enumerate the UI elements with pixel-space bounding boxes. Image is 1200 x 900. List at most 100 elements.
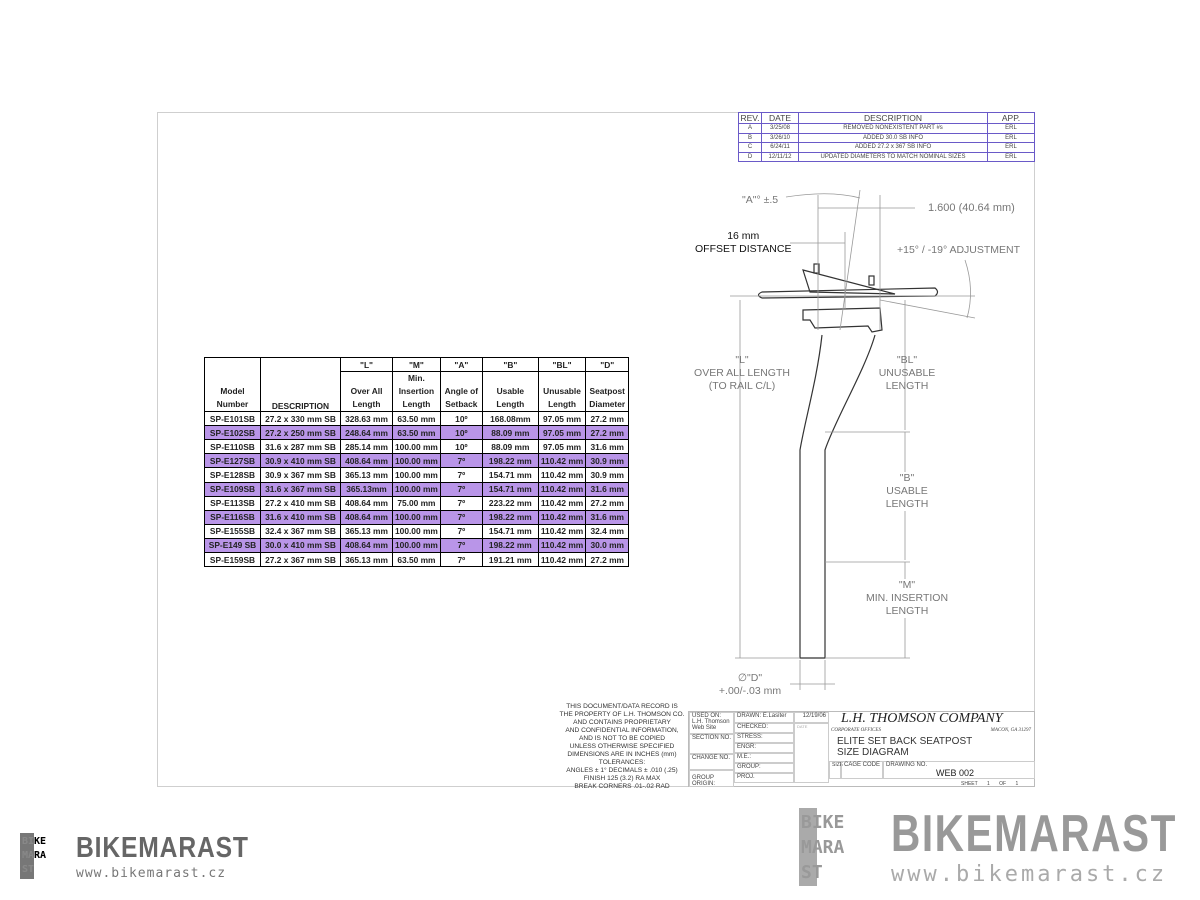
rev-cell: ERL [987,151,1035,162]
table-cell: SP-E149 SB [204,537,261,554]
of-label: OF [999,781,1007,787]
me-label: M.E.: [734,753,794,763]
table-cell: 32.4 mm [585,523,630,539]
table-cell: 31.6 x 367 mm SB [260,481,341,497]
col-letter: "L" [340,356,393,373]
note-line: AND CONFIDENTIAL INFORMATION, [565,727,679,734]
table-cell: 110.42 mm [537,509,587,525]
engr-label: ENGR: [734,743,794,753]
table-cell: 63.50 mm [392,552,441,568]
l-letter: "L" [735,354,749,366]
col-header: Usable Length [481,371,539,413]
date-label: DATE [794,723,829,783]
title-block: USED ON:L.H. Thomson Web Site SECTION NO… [688,711,1035,787]
m-text2: LENGTH [885,605,929,617]
m-label: "M" MIN. INSERTION LENGTH [857,579,957,618]
table-cell: 7º [439,509,483,525]
watermark-box-text: ST [22,864,35,875]
dimension-lines [730,189,976,690]
m-letter: "M" [898,579,916,591]
table-cell: 27.2 mm [585,495,630,511]
note-line: DIMENSIONS ARE IN INCHES (mm) [567,751,677,758]
table-cell: SP-E102SB [204,425,261,441]
table-cell: 27.2 mm [585,552,630,568]
angle-label: "A"° ±.5 [742,194,779,206]
sheet-label: SHEET [961,781,978,787]
col-header: Unusable Length [537,371,587,413]
bl-label: "BL" UNUSABLE LENGTH [872,354,942,393]
l-text: OVER ALL LENGTH [694,367,790,379]
table-cell: 365.13 mm [340,552,393,568]
col-header: DESCRIPTION [260,356,341,413]
section-no-label: SECTION NO. [689,734,734,754]
table-cell: 30.0 x 410 mm SB [260,537,341,554]
table-cell: 198.22 mm [481,453,539,469]
checked-label: CHECKED: [734,723,794,733]
d-label: ∅"D" +.00/-.03 mm [705,672,795,698]
change-no-label: CHANGE NO. [689,754,734,770]
table-cell: 110.42 mm [537,537,587,554]
b-text: USABLE [886,485,928,497]
col-header: Seatpost Diameter [585,371,630,413]
lower-clamp [802,307,883,333]
table-cell: 110.42 mm [537,552,587,568]
drawing-no: WEB 002 [936,768,975,778]
cage-code-label: CAGE CODE [841,761,883,779]
table-cell: 110.42 mm [537,481,587,497]
table-cell: 30.0 mm [585,537,630,554]
seatpost-spec-table: Model Number DESCRIPTION "L" "M" "A" "B"… [204,356,630,568]
table-cell: 30.9 mm [585,453,630,469]
table-cell: 100.00 mm [392,537,441,554]
table-cell: 30.9 x 410 mm SB [260,453,341,469]
col-header: Model Number [204,356,261,413]
col-header: Min. Insertion Length [392,371,441,413]
table-cell: 110.42 mm [537,523,587,539]
note-line: BREAK CORNERS .01-.02 RAD [574,783,670,790]
table-cell: 365.13 mm [340,523,393,539]
adjustment-label: +15° / -19° ADJUSTMENT [897,244,1021,256]
offset-value: 16 mm [727,230,760,242]
table-cell: 31.6 mm [585,509,630,525]
b-text2: LENGTH [885,498,929,510]
table-cell: 7º [439,537,483,554]
drawing-frame [157,112,1035,787]
group-label: GROUP: [734,763,794,773]
bl-text: UNUSABLE [878,367,936,379]
proj-label: PROJ. [734,773,794,783]
m-text: MIN. INSERTION [865,592,949,604]
d-tolerance: +.00/-.03 mm [718,685,782,697]
table-cell: 154.71 mm [481,481,539,497]
watermark-box-text: ST [801,862,823,883]
table-cell: 31.6 x 410 mm SB [260,509,341,525]
watermark-url: www.bikemarast.cz [76,866,227,881]
col-letter: "BL" [537,356,587,373]
l-text2: (TO RAIL C/L) [708,380,776,392]
table-cell: 198.22 mm [481,509,539,525]
note-line: ANGLES ± 1° DECIMALS ± .010 (.25) [566,767,678,774]
used-on-value: L.H. Thomson Web Site [692,719,730,731]
stress-label: STRESS: [734,733,794,743]
d-letter: ∅"D" [737,672,763,684]
table-cell: 408.64 mm [340,537,393,554]
watermark-name: BIKEMARAST [891,805,1178,863]
offset-label: 16 mm OFFSET DISTANCE [695,230,791,256]
watermark-box-text: BIKE [801,812,845,833]
table-cell: 100.00 mm [392,453,441,469]
drawing-subtitle: SIZE DIAGRAM [837,747,909,758]
note-line: AND IS NOT TO BE COPIED [578,735,666,742]
table-cell: 27.2 x 367 mm SB [260,552,341,568]
sheet-number: 1 [986,781,990,787]
upper-clamp [802,269,896,295]
drawing-no-label: DRAWING NO. [886,762,928,768]
watermark-box [20,833,34,879]
watermark-url: www.bikemarast.cz [891,862,1168,887]
